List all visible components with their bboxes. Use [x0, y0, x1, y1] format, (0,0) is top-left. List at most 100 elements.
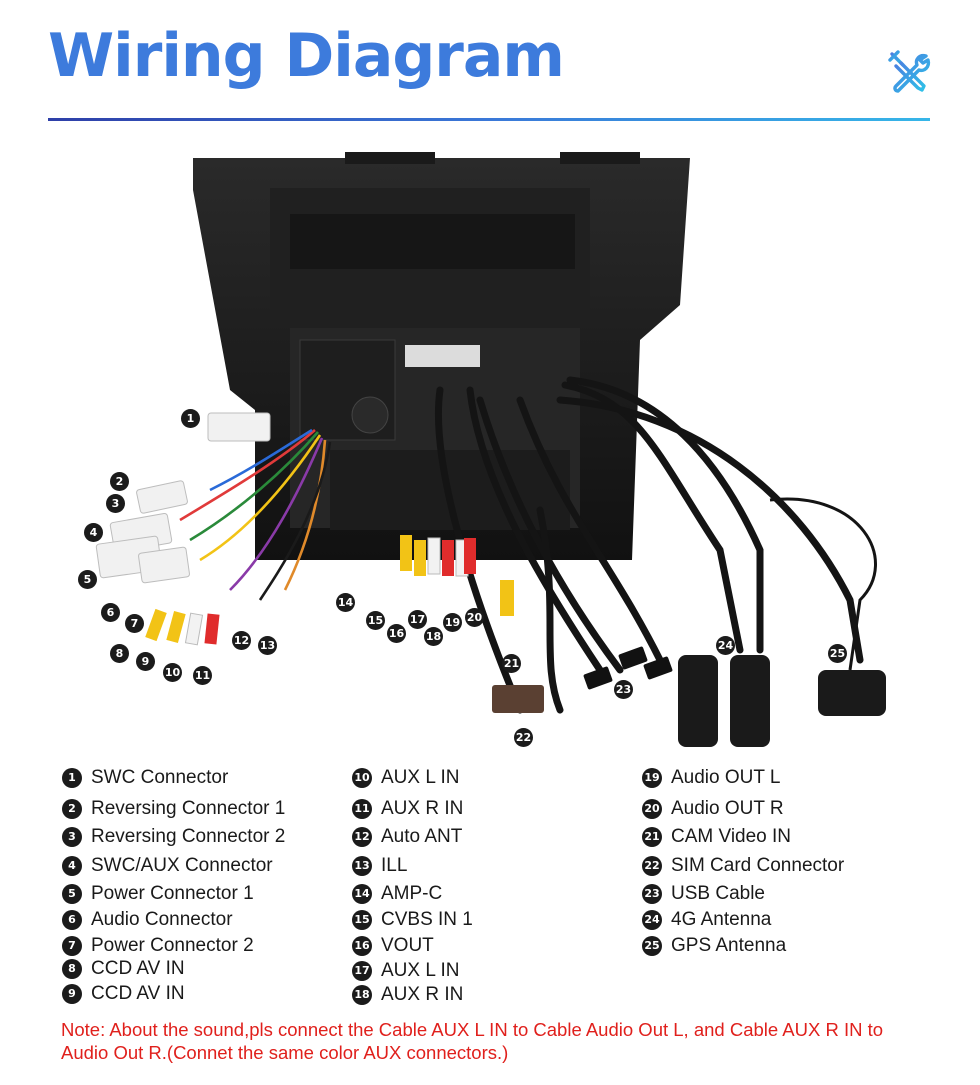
legend-number: 25	[642, 936, 662, 956]
legend-number: 17	[352, 961, 372, 981]
page-title: Wiring Diagram	[48, 21, 565, 91]
callout-25: 25	[828, 644, 847, 663]
title-divider	[48, 118, 930, 121]
legend-item: 2 Reversing Connector 1	[62, 797, 285, 821]
legend-number: 5	[62, 884, 82, 904]
callout-11: 11	[193, 666, 212, 685]
callout-19: 19	[443, 613, 462, 632]
legend-item: 6 Audio Connector	[62, 908, 233, 932]
legend-item: 14 AMP-C	[352, 882, 442, 906]
legend-label: USB Cable	[671, 883, 765, 904]
legend-item: 10 AUX L IN	[352, 766, 460, 790]
legend-number: 12	[352, 827, 372, 847]
legend-label: VOUT	[381, 935, 434, 956]
legend-number: 8	[62, 959, 82, 979]
legend-number: 4	[62, 856, 82, 876]
legend-label: AUX R IN	[381, 798, 464, 819]
legend-label: CVBS IN 1	[381, 909, 473, 930]
legend-label: GPS Antenna	[671, 935, 787, 956]
callout-1: 1	[181, 409, 200, 428]
callout-10: 10	[163, 663, 182, 682]
legend-item: 5 Power Connector 1	[62, 882, 254, 906]
legend-number: 14	[352, 884, 372, 904]
callout-13: 13	[258, 636, 277, 655]
legend-number: 7	[62, 936, 82, 956]
legend-label: SIM Card Connector	[671, 855, 845, 876]
legend-item: 19 Audio OUT L	[642, 766, 780, 790]
sound-connection-note: Note: About the sound,pls connect the Ca…	[61, 1019, 884, 1063]
callout-12: 12	[232, 631, 251, 650]
legend-item: 24 4G Antenna	[642, 908, 771, 932]
legend-label: Reversing Connector 1	[91, 798, 286, 819]
legend-number: 18	[352, 985, 372, 1005]
legend-number: 3	[62, 827, 82, 847]
legend-number: 22	[642, 856, 662, 876]
legend-label: Reversing Connector 2	[91, 826, 286, 847]
callout-15: 15	[366, 611, 385, 630]
wiring-photo	[95, 152, 886, 747]
callout-8: 8	[110, 644, 129, 663]
legend-number: 16	[352, 936, 372, 956]
callout-22: 22	[514, 728, 533, 747]
legend-item: 4 SWC/AUX Connector	[62, 854, 273, 878]
callout-7: 7	[125, 614, 144, 633]
callout-24: 24	[716, 636, 735, 655]
legend-item: 12 Auto ANT	[352, 825, 462, 849]
callout-5: 5	[78, 570, 97, 589]
legend-number: 20	[642, 799, 662, 819]
legend-label: AUX R IN	[381, 984, 464, 1005]
legend-label: Power Connector 2	[91, 935, 254, 956]
legend-label: Audio Connector	[91, 909, 233, 930]
callout-21: 21	[502, 654, 521, 673]
callout-6: 6	[101, 603, 120, 622]
legend-number: 10	[352, 768, 372, 788]
legend-label: Audio OUT L	[671, 767, 781, 788]
legend-item: 8 CCD AV IN	[62, 957, 185, 981]
legend-label: CCD AV IN	[91, 983, 185, 1004]
tools-icon	[888, 50, 931, 93]
legend-label: Audio OUT R	[671, 798, 784, 819]
legend-label: CCD AV IN	[91, 958, 185, 979]
legend-number: 1	[62, 768, 82, 788]
callout-18: 18	[424, 627, 443, 646]
legend-label: ILL	[381, 855, 408, 876]
legend-item: 9 CCD AV IN	[62, 982, 185, 1006]
legend-item: 1 SWC Connector	[62, 766, 228, 790]
legend-label: CAM Video IN	[671, 826, 792, 847]
legend-label: SWC Connector	[91, 767, 229, 788]
legend-item: 20 Audio OUT R	[642, 797, 784, 821]
legend-label: 4G Antenna	[671, 909, 772, 930]
legend-number: 2	[62, 799, 82, 819]
legend-number: 11	[352, 799, 372, 819]
legend-label: AUX L IN	[381, 767, 460, 788]
legend-item: 11 AUX R IN	[352, 797, 463, 821]
legend-label: AMP-C	[381, 883, 443, 904]
callout-14: 14	[336, 593, 355, 612]
legend-number: 9	[62, 984, 82, 1004]
legend-item: 7 Power Connector 2	[62, 934, 254, 958]
callout-4: 4	[84, 523, 103, 542]
callout-3: 3	[106, 494, 125, 513]
legend-number: 6	[62, 910, 82, 930]
legend-item: 25 GPS Antenna	[642, 934, 786, 958]
legend-item: 3 Reversing Connector 2	[62, 825, 285, 849]
legend-number: 24	[642, 910, 662, 930]
legend-number: 21	[642, 827, 662, 847]
callout-23: 23	[614, 680, 633, 699]
legend-label: SWC/AUX Connector	[91, 855, 273, 876]
legend-number: 13	[352, 856, 372, 876]
callout-20: 20	[465, 608, 484, 627]
legend-item: 16 VOUT	[352, 934, 434, 958]
legend-number: 19	[642, 768, 662, 788]
head-unit-frame	[193, 152, 690, 560]
legend-label: Auto ANT	[381, 826, 463, 847]
legend-label: Power Connector 1	[91, 883, 254, 904]
legend-item: 13 ILL	[352, 854, 407, 878]
legend-item: 18 AUX R IN	[352, 983, 463, 1007]
callout-16: 16	[387, 624, 406, 643]
callout-9: 9	[136, 652, 155, 671]
legend-item: 22 SIM Card Connector	[642, 854, 844, 878]
